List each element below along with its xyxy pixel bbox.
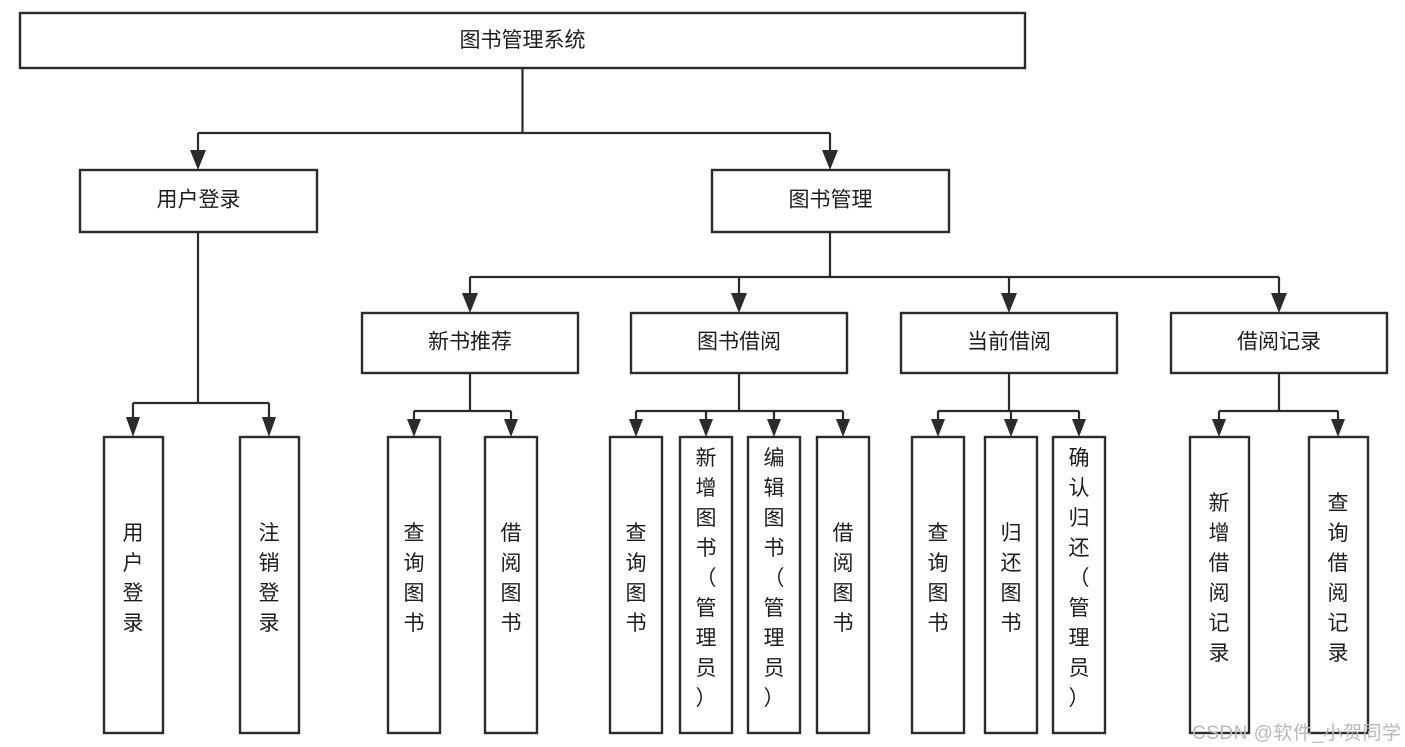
node-new-book-recommend-label: 新书推荐 [428,331,512,354]
leaf-cb-query-book-box[interactable] [910,435,966,735]
node-new-book-recommend-box[interactable] [360,311,580,375]
node-current-borrow-box[interactable] [899,311,1119,375]
node-book-borrow-box[interactable] [629,311,849,375]
node-book-management[interactable]: 图书管理 [710,168,951,234]
arrowhead-nbr-leaf-2 [504,419,518,437]
leaf-nbr-query-book-box[interactable] [386,435,442,735]
arrowhead-to-user-login [190,150,206,170]
leaf-br-add-record-label: 新增借阅记录 [1209,492,1230,665]
leaf-cb-confirm-return-admin[interactable]: 确认归还（管理员） [1051,435,1107,735]
node-book-borrow[interactable]: 图书借阅 [629,311,849,375]
arrowhead-user-leaf-1 [126,417,140,437]
arrowhead-bb-leaf-1 [629,419,643,437]
node-current-borrow-label: 当前借阅 [967,331,1051,354]
leaf-nbr-query-book[interactable]: 查询图书 [386,435,442,735]
connector-group-root [190,68,838,170]
node-book-management-box[interactable] [710,168,951,234]
leaf-cb-confirm-return-admin-box[interactable] [1051,435,1107,735]
node-user-login-box[interactable] [78,168,319,234]
arrowhead-bb-leaf-2 [699,419,713,437]
node-current-borrow[interactable]: 当前借阅 [899,311,1119,375]
leaf-cb-confirm-return-admin-label: 确认归还（管理员） [1069,447,1090,710]
connector-group-borrow-record [1212,373,1345,437]
node-new-book-recommend[interactable]: 新书推荐 [360,311,580,375]
leaf-nbr-query-book-label: 查询图书 [404,522,425,635]
arrowhead-current-borrow [1001,293,1017,313]
leaf-nbr-borrow-book-box[interactable] [483,435,539,735]
connector-group-book-borrow [629,373,850,437]
leaf-bb-borrow-book-box[interactable] [815,435,871,735]
leaf-logout[interactable]: 注销登录 [238,435,301,735]
arrowhead-book-borrow [731,293,747,313]
leaf-br-add-record-box[interactable] [1188,435,1251,735]
leaf-cb-query-book[interactable]: 查询图书 [910,435,966,735]
leaf-bb-add-book-admin-label: 新增图书（管理员） [696,447,717,710]
leaf-nbr-borrow-book-label: 借阅图书 [501,522,522,635]
arrowhead-bb-leaf-4 [836,419,850,437]
node-root-box[interactable] [18,11,1027,70]
leaf-cb-query-book-label: 查询图书 [928,522,949,635]
node-book-borrow-label: 图书借阅 [697,331,781,354]
connector-group-current-borrow [931,373,1086,437]
leaf-user-login-label: 用户登录 [123,522,144,635]
leaf-user-login[interactable]: 用户登录 [102,435,165,735]
leaf-br-query-record-label: 查询借阅记录 [1328,492,1349,665]
leaf-bb-add-book-admin[interactable]: 新增图书（管理员） [678,435,734,735]
leaf-nbr-borrow-book[interactable]: 借阅图书 [483,435,539,735]
leaf-br-query-record-box[interactable] [1307,435,1370,735]
leaf-cb-return-book[interactable]: 归还图书 [983,435,1039,735]
node-book-management-label: 图书管理 [789,189,873,212]
leaf-logout-label: 注销登录 [259,522,280,635]
arrowhead-br-leaf-1 [1212,419,1226,437]
node-borrow-record[interactable]: 借阅记录 [1169,311,1389,375]
leaf-logout-box[interactable] [238,435,301,735]
arrowhead-cb-leaf-3 [1072,419,1086,437]
leaf-br-add-record[interactable]: 新增借阅记录 [1188,435,1251,735]
arrowhead-to-book-mgmt [822,150,838,170]
node-user-login-label: 用户登录 [157,189,241,212]
leaf-user-login-box[interactable] [102,435,165,735]
arrowhead-nbr-leaf-1 [407,419,421,437]
node-user-login[interactable]: 用户登录 [78,168,319,234]
leaf-bb-edit-book-admin-box[interactable] [746,435,802,735]
leaf-bb-add-book-admin-box[interactable] [678,435,734,735]
arrowhead-borrow-record [1271,293,1287,313]
leaf-bb-query-book-label: 查询图书 [626,522,647,635]
node-borrow-record-box[interactable] [1169,311,1389,375]
arrowhead-cb-leaf-1 [931,419,945,437]
arrowhead-user-leaf-2 [262,417,276,437]
leaf-bb-edit-book-admin[interactable]: 编辑图书（管理员） [746,435,802,735]
leaf-bb-borrow-book[interactable]: 借阅图书 [815,435,871,735]
leaf-bb-query-book-box[interactable] [608,435,664,735]
arrowhead-br-leaf-2 [1331,419,1345,437]
leaf-bb-edit-book-admin-label: 编辑图书（管理员） [764,447,785,710]
connector-group-book [462,232,1287,313]
leaf-bb-borrow-book-label: 借阅图书 [833,522,854,635]
node-root[interactable]: 图书管理系统 [18,11,1027,70]
leaf-bb-query-book[interactable]: 查询图书 [608,435,664,735]
arrowhead-cb-leaf-2 [1004,419,1018,437]
leaf-cb-return-book-box[interactable] [983,435,1039,735]
node-borrow-record-label: 借阅记录 [1237,331,1321,354]
connector-group-new-book-rec [407,373,518,437]
leaf-br-query-record[interactable]: 查询借阅记录 [1307,435,1370,735]
arrowhead-bb-leaf-3 [767,419,781,437]
connector-group-user [126,232,276,437]
leaf-cb-return-book-label: 归还图书 [1001,522,1022,635]
node-root-label: 图书管理系统 [460,29,586,52]
arrowhead-new-book-rec [462,293,478,313]
